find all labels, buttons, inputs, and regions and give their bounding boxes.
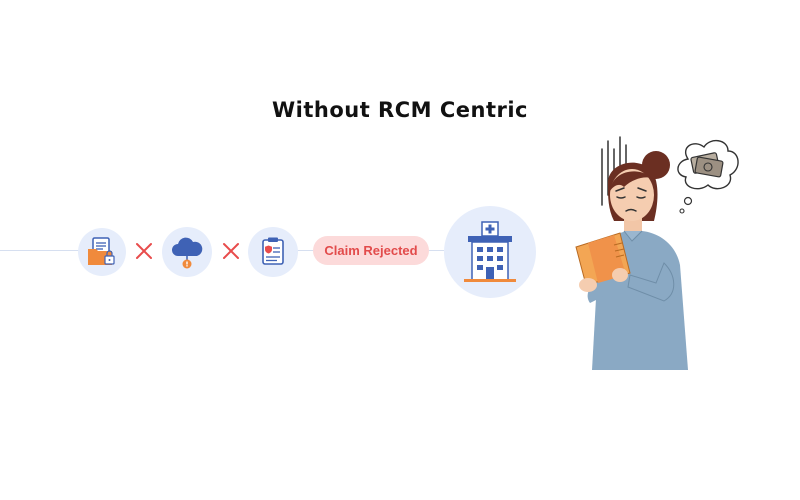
worried-woman-illustration — [575, 136, 739, 370]
step-hospital — [444, 206, 536, 298]
cloud-alert-icon — [172, 237, 203, 269]
step-insurance-document — [248, 227, 298, 277]
locked-document-folder-icon — [88, 237, 115, 265]
thought-bubble-money-icon — [677, 140, 739, 214]
page-title: Without RCM Centric — [271, 98, 528, 122]
step-cloud-alert — [162, 227, 212, 277]
cross-icon — [223, 243, 239, 259]
flow-line-pill-left — [297, 250, 315, 251]
flow-line-pill-right — [428, 250, 444, 251]
claim-rejected-badge: Claim Rejected — [313, 236, 429, 265]
insurance-document-icon — [262, 237, 284, 265]
flow-line-left — [0, 250, 80, 251]
hospital-icon — [464, 221, 516, 282]
step-locked-document — [78, 228, 126, 276]
cross-icon — [136, 243, 152, 259]
